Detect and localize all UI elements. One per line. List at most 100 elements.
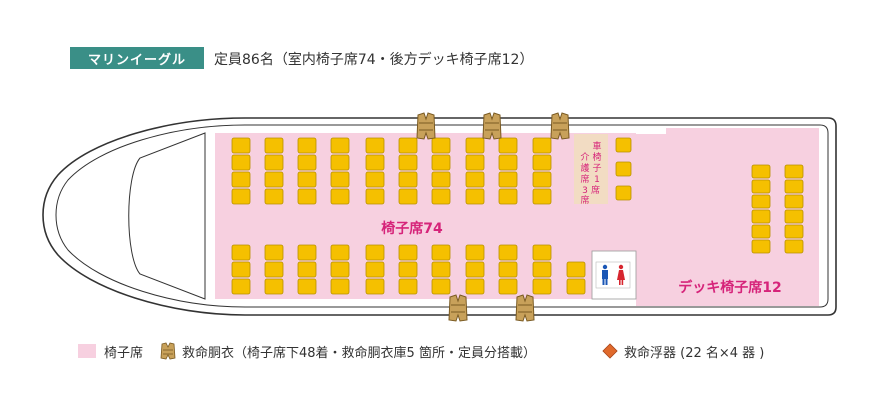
seat: [498, 137, 518, 154]
seat: [365, 244, 385, 261]
seat: [398, 261, 418, 278]
seat: [330, 171, 350, 188]
seat: [365, 261, 385, 278]
seat: [431, 261, 451, 278]
seat: [532, 137, 552, 154]
seat: [431, 171, 451, 188]
seat: [751, 194, 771, 209]
restroom-icon: [595, 261, 631, 289]
seat: [231, 171, 251, 188]
deck-seat-label: デッキ椅子席12: [678, 279, 781, 296]
legend-buoy: 救命浮器 (22 名×4 器 ): [602, 341, 764, 361]
seat: [264, 171, 284, 188]
seat: [330, 278, 350, 295]
seat: [330, 244, 350, 261]
seat: [784, 209, 804, 224]
life-vest-storage-group: [416, 112, 570, 322]
life-vest-icon: [416, 112, 436, 140]
deck-notch: [636, 128, 666, 134]
seat: [398, 154, 418, 171]
seat: [532, 188, 552, 205]
seat: [398, 278, 418, 295]
seat: [297, 261, 317, 278]
seat: [566, 278, 586, 295]
indoor-seat-label: 椅子席74: [381, 220, 443, 237]
seat: [751, 164, 771, 179]
legend-seat: 椅子席: [78, 341, 143, 361]
seat: [784, 224, 804, 239]
seat: [297, 171, 317, 188]
seat: [264, 137, 284, 154]
seat: [231, 137, 251, 154]
seat: [264, 261, 284, 278]
seat: [431, 137, 451, 154]
capacity-caption: 定員86名（室内椅子席74・後方デッキ椅子席12）: [214, 52, 534, 68]
seat: [365, 171, 385, 188]
seat: [498, 171, 518, 188]
seat: [297, 154, 317, 171]
hull-inner-line: [55, 124, 829, 308]
seat: [751, 209, 771, 224]
legend-vest-label: 救命胴衣（椅子席下48着・救命胴衣庫5 箇所・定員分搭載）: [182, 345, 536, 361]
seat: [431, 244, 451, 261]
seat: [784, 239, 804, 254]
seat: [751, 179, 771, 194]
seat: [465, 137, 485, 154]
seat: [751, 224, 771, 239]
seat: [431, 278, 451, 295]
seat: [231, 154, 251, 171]
seat: [615, 137, 632, 153]
life-vest-icon: [550, 112, 570, 140]
seat: [532, 154, 552, 171]
seat: [784, 164, 804, 179]
seat: [465, 261, 485, 278]
life-vest-icon: [160, 342, 176, 360]
seat: [231, 261, 251, 278]
seat: [566, 261, 586, 278]
life-vest-icon: [515, 294, 535, 322]
seat: [465, 188, 485, 205]
seat: [532, 261, 552, 278]
seat: [498, 188, 518, 205]
seat: [465, 244, 485, 261]
legend-vest: 救命胴衣（椅子席下48着・救命胴衣庫5 箇所・定員分搭載）: [160, 341, 536, 361]
seat: [330, 188, 350, 205]
seat: [297, 188, 317, 205]
seat: [297, 278, 317, 295]
seat-swatch: [78, 344, 96, 358]
seat: [498, 244, 518, 261]
wheelchair-care-area: [574, 134, 608, 204]
seat: [231, 188, 251, 205]
seat: [365, 154, 385, 171]
life-vest-icon: [448, 294, 468, 322]
seat: [615, 161, 632, 177]
seat: [231, 278, 251, 295]
bow-compartment: [128, 132, 206, 300]
seat: [365, 278, 385, 295]
seat: [264, 244, 284, 261]
seat: [465, 171, 485, 188]
seat: [398, 244, 418, 261]
seat: [330, 154, 350, 171]
life-vest-icon: [482, 112, 502, 140]
seat: [297, 244, 317, 261]
seat: [264, 188, 284, 205]
seat: [297, 137, 317, 154]
seat: [615, 185, 632, 201]
seat: [431, 188, 451, 205]
seat: [532, 171, 552, 188]
ship-name-badge: マリンイーグル: [70, 47, 204, 69]
seat: [532, 244, 552, 261]
legend-seat-label: 椅子席: [104, 345, 144, 361]
seat: [532, 278, 552, 295]
seat: [330, 261, 350, 278]
life-buoy-icon: [602, 343, 618, 359]
seat: [264, 154, 284, 171]
seat-layout: [231, 137, 804, 295]
indoor-seat-area: [215, 133, 636, 299]
seat: [231, 244, 251, 261]
seat: [784, 194, 804, 209]
seat: [465, 278, 485, 295]
